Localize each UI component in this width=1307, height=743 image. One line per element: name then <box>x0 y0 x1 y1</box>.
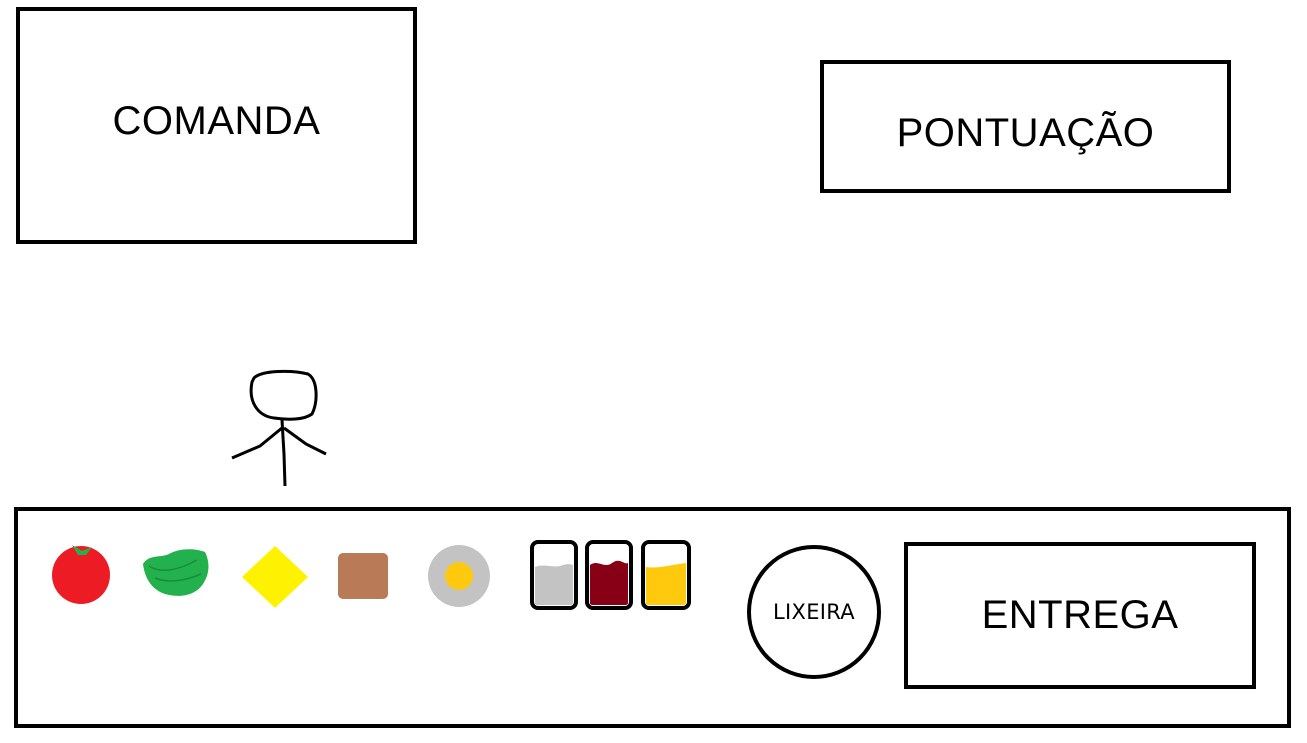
score-panel-label: PONTUAÇÃO <box>896 111 1155 155</box>
score-panel: PONTUAÇÃO <box>820 60 1231 193</box>
drink-wine-icon[interactable] <box>584 539 634 611</box>
tomato-icon[interactable] <box>48 539 114 605</box>
deliver-button-label: ENTREGA <box>981 593 1179 637</box>
order-panel: COMANDA <box>16 7 417 244</box>
lettuce-icon[interactable] <box>139 544 211 600</box>
deliver-button[interactable]: ENTREGA <box>904 542 1256 689</box>
egg-icon[interactable] <box>425 543 493 609</box>
cheese-icon[interactable] <box>240 544 310 610</box>
drink-gray-icon[interactable] <box>529 539 579 611</box>
trash-bin-button[interactable]: LIXEIRA <box>747 545 881 679</box>
kitchen-counter: LIXEIRA ENTREGA <box>14 507 1291 728</box>
order-panel-label: COMANDA <box>112 99 321 143</box>
meat-icon[interactable] <box>336 551 390 601</box>
drink-yellow-icon[interactable] <box>640 539 692 611</box>
trash-bin-label: LIXEIRA <box>773 600 855 624</box>
player-character-icon <box>231 369 327 487</box>
